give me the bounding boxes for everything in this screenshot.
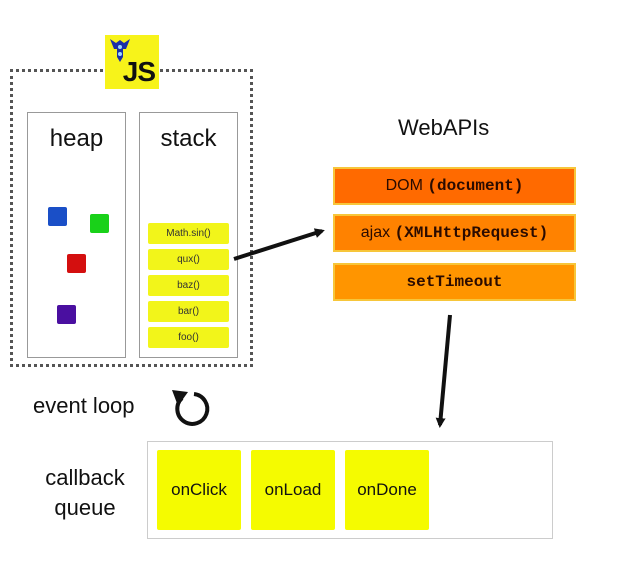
webapi-dom: DOM (document) <box>333 167 576 205</box>
webapi-label: DOM <box>385 177 423 194</box>
heap-object-blue <box>48 207 67 226</box>
v8-engine-icon <box>110 39 130 62</box>
heap-title: heap <box>49 125 104 152</box>
heap-object-purple <box>57 305 76 324</box>
callback-item: onLoad <box>251 450 335 530</box>
callback-queue: onClick onLoad onDone <box>147 441 553 539</box>
stack-frame: bar() <box>148 301 229 322</box>
event-loop-label: event loop <box>33 393 135 418</box>
heap-object-green <box>90 214 109 233</box>
stack-frames: Math.sin() qux() baz() bar() foo() <box>148 223 229 353</box>
stack-title: stack <box>160 125 217 152</box>
callback-item: onDone <box>345 450 429 530</box>
callback-item: onClick <box>157 450 241 530</box>
stack-frame: foo() <box>148 327 229 348</box>
stack-to-webapi-arrow <box>233 228 325 261</box>
webapi-label: ajax <box>360 224 391 241</box>
heap-object-red <box>67 254 86 273</box>
js-logo-text: JS <box>122 56 156 87</box>
webapi-code: setTimeout <box>406 273 503 291</box>
webapi-code: (document) <box>427 177 524 195</box>
stack-panel: stack Math.sin() qux() baz() bar() foo() <box>139 112 238 358</box>
js-logo: JS <box>105 35 159 89</box>
stack-frame: baz() <box>148 275 229 296</box>
webapi-to-queue-arrow <box>435 314 452 428</box>
webapi-settimeout: setTimeout <box>333 263 576 301</box>
callback-queue-label-line2: queue <box>54 495 116 520</box>
callback-queue-label-line1: callback <box>45 465 125 490</box>
heap-panel: heap <box>27 112 126 358</box>
stack-frame: Math.sin() <box>148 223 229 244</box>
event-loop-cycle-icon <box>172 390 210 426</box>
webapi-code: (XMLHttpRequest) <box>394 224 549 242</box>
webapi-ajax: ajax (XMLHttpRequest) <box>333 214 576 252</box>
webapis-title: WebAPIs <box>398 115 490 140</box>
stack-frame: qux() <box>148 249 229 270</box>
callback-queue-label: callback queue <box>30 463 140 523</box>
